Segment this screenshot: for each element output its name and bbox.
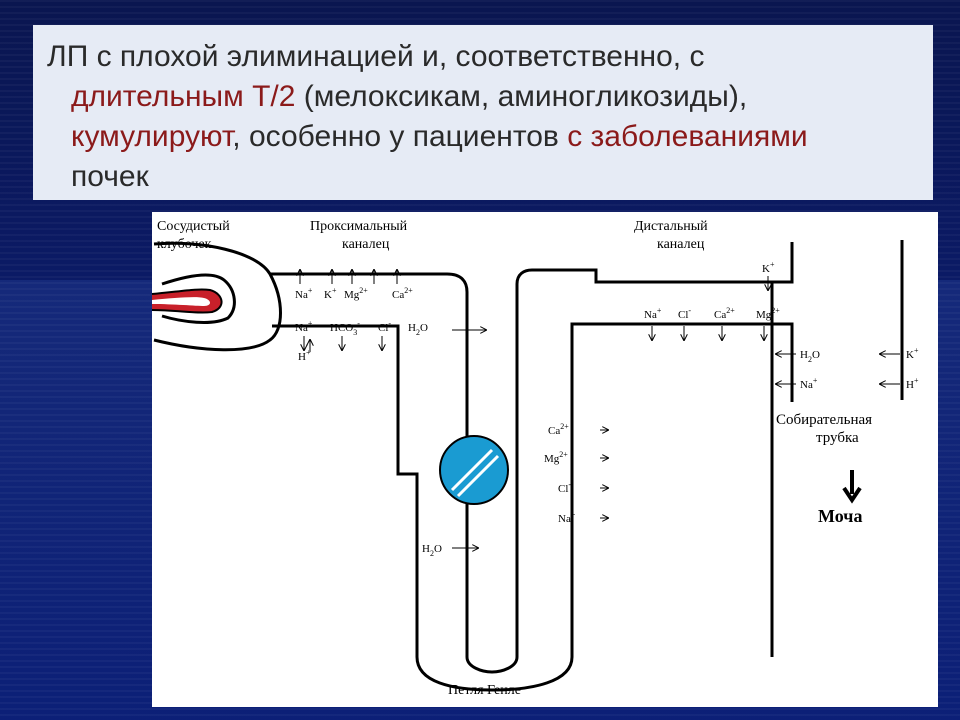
ion-h: H+ [298,348,311,363]
collect-ion-h: H+ [906,376,919,391]
distal-ion-ca: Ca2+ [714,306,735,321]
proximal-bottom-arrows [304,330,486,352]
ion-k: K+ [324,286,337,301]
ion-na-2: Na+ [295,319,313,334]
ion-h2o: H2O [408,322,428,337]
proximal-top-ions: Na+ K+ Mg2+ Ca2+ [295,286,413,301]
distal-bottom-wall [597,322,794,402]
ascending-inner-wall [570,322,772,657]
proximal-top-arrows [300,270,397,284]
nephron-svg: Сосудистый клубочек Проксимальный канале… [151,219,919,698]
asc-ion-na: Na+ [558,510,576,525]
proximal-label-2: каналец [342,237,390,252]
asc-ion-mg: Mg2+ [544,450,568,465]
slide-text-box: ЛП с плохой элиминацией и, соответственн… [33,25,933,200]
disc-stripe-2 [456,454,500,498]
ascending-arrows [452,430,608,548]
urine-label: Моча [818,506,862,526]
distal-ion-na: Na+ [644,306,662,321]
distal-arrows [652,276,768,340]
glomerulus-label-1: Сосудистый [157,219,230,234]
distal-ion-k: K+ [762,260,775,275]
ion-cl: Cl- [378,319,391,334]
disc-stripe-1 [450,448,494,492]
distal-label-1: Дистальный [634,219,708,234]
structure-labels: Сосудистый клубочек Проксимальный канале… [157,219,872,698]
loop-inner-bottom [465,656,519,674]
desc-ion-h2o: H2O [422,543,442,558]
loop-label: Петля Генле [448,683,521,698]
text-line-4: почек [47,157,919,197]
ion-mg: Mg2+ [344,286,368,301]
distal-ion-cl: Cl- [678,306,691,321]
ascending-outer-wall [515,268,774,657]
urine-arrow [842,470,862,504]
loop-outer-bottom [415,656,574,692]
bowman-capsule-outer [153,241,282,352]
bowman-capsule-inner [161,273,236,324]
glomerulus-label-2: клубочек [157,237,212,252]
drug-examples: (мелоксикам, аминогликозиды), [295,80,748,113]
proximal-label-1: Проксимальный [310,219,408,234]
tubule-walls [153,240,904,692]
distal-ion-mg: Mg2+ [756,306,780,321]
accumulate-highlight: кумулируют [71,120,233,153]
collecting-label-1: Собирательная [776,412,872,428]
ascending-ions: Ca2+ Mg2+ Cl- Na+ H2O [422,422,576,558]
collecting-ions: H2O Na+ K+ H+ [800,346,919,391]
vessel-lumen [152,297,210,306]
disease-highlight: с заболеваниями [567,120,808,153]
asc-ion-ca: Ca2+ [548,422,569,437]
text-line-3: кумулируют, особенно у пациентов с забол… [47,117,919,157]
distal-ions: Na+ Cl- Ca2+ Mg2+ K+ [644,260,780,321]
text-line-4-content: почек [71,160,149,193]
urine-arrow-head [842,486,862,504]
distal-top-wall [596,242,794,284]
collecting-label-2: трубка [816,430,859,446]
nephron-diagram: Сосудистый клубочек Проксимальный канале… [151,212,938,707]
collect-ion-h2o: H2O [800,349,820,364]
ion-ca: Ca2+ [392,286,413,301]
collecting-arrows [776,354,900,384]
text-line-2: длительным Т/2 (мелоксикам, аминогликози… [47,77,919,117]
text-line-1-content: ЛП с плохой элиминацией и, соответственн… [47,40,705,73]
asc-ion-cl: Cl- [558,480,571,495]
transport-blocker-disc [439,435,509,505]
ion-hco3: HCO3- [330,319,360,337]
proximal-top-wall [270,272,469,657]
collect-ion-na: Na+ [800,376,818,391]
collect-ion-k: K+ [906,346,919,361]
ion-na: Na+ [295,286,313,301]
text-line-3-middle: , особенно у пациентов [232,120,568,153]
proximal-bottom-ions: Na+ HCO3- Cl- H2O H+ [295,319,428,363]
distal-label-2: каналец [657,237,705,252]
glomerulus-vessel [151,288,223,314]
half-life-highlight: длительным Т/2 [71,80,296,113]
text-line-1: ЛП с плохой элиминацией и, соответственн… [47,37,919,77]
proximal-bottom-wall [272,324,419,657]
